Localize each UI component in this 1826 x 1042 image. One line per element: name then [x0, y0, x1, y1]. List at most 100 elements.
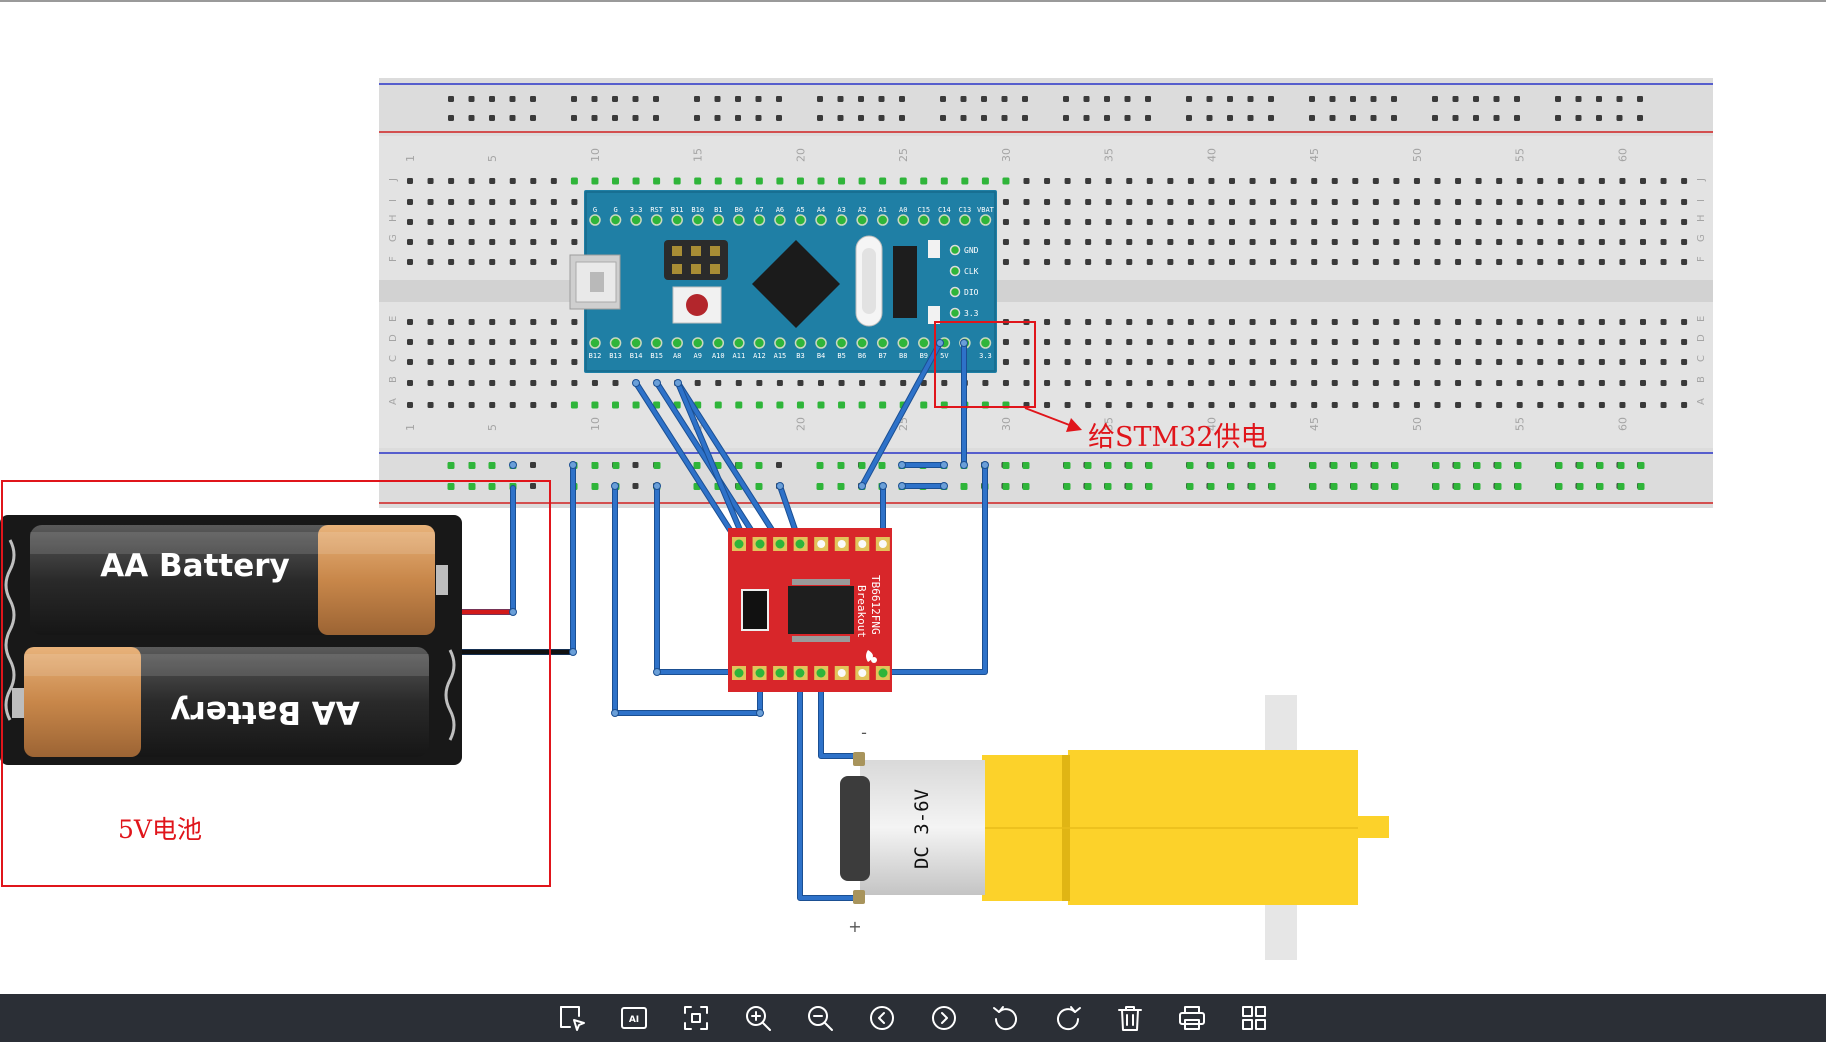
zoom-out-button[interactable] [789, 994, 851, 1042]
fit-screen-button[interactable] [665, 994, 727, 1042]
battery-top-label: AA Battery [100, 548, 289, 584]
svg-text:G: G [593, 206, 597, 214]
svg-text:C13: C13 [959, 206, 972, 214]
svg-text:B5: B5 [837, 352, 845, 360]
svg-text:5V: 5V [940, 352, 949, 360]
print-icon [1179, 1006, 1205, 1030]
row-label: F [388, 256, 399, 262]
row-label: E [388, 316, 399, 322]
battery-pack[interactable]: AA Battery AA Battery [0, 515, 462, 765]
rotate-left-button[interactable] [975, 994, 1037, 1042]
row-label: A [388, 398, 399, 405]
column-label: 35 [1103, 148, 1116, 162]
row-label: I [1696, 199, 1707, 202]
motor-plus-label: + [848, 917, 861, 936]
next-button[interactable] [913, 994, 975, 1042]
svg-text:B3: B3 [796, 352, 804, 360]
svg-text:B14: B14 [630, 352, 643, 360]
delete-button[interactable] [1099, 994, 1161, 1042]
zoom-out-icon [808, 1006, 833, 1031]
svg-text:3.3: 3.3 [630, 206, 643, 214]
column-label: 55 [1514, 417, 1527, 431]
row-label: E [1696, 316, 1707, 322]
row-label: H [1696, 214, 1707, 222]
grid-view-icon [1242, 1006, 1266, 1030]
svg-text:A12: A12 [753, 352, 766, 360]
svg-text:B7: B7 [878, 352, 886, 360]
column-label: 15 [692, 148, 705, 162]
svg-text:A15: A15 [774, 352, 787, 360]
grid-view-button[interactable] [1223, 994, 1285, 1042]
svg-text:A6: A6 [776, 206, 784, 214]
annotation-arrow-icon [1024, 407, 1073, 427]
delete-icon [1118, 1006, 1142, 1031]
svg-text:A9: A9 [694, 352, 702, 360]
rotate-right-icon [1057, 1006, 1081, 1031]
row-label: D [1696, 334, 1707, 342]
column-label: 1 [404, 155, 417, 162]
svg-text:A3: A3 [837, 206, 845, 214]
svg-text:B11: B11 [671, 206, 684, 214]
column-label: 45 [1308, 417, 1321, 431]
battery-annotation: 5V电池 [118, 815, 202, 844]
column-label: 50 [1411, 417, 1424, 431]
column-label: 30 [1000, 417, 1013, 431]
column-label: 40 [1205, 148, 1218, 162]
row-label: F [1696, 256, 1707, 262]
select-region-button[interactable] [541, 994, 603, 1042]
column-label: 20 [794, 148, 807, 162]
svg-text:B10: B10 [691, 206, 704, 214]
svg-text:A2: A2 [858, 206, 866, 214]
viewer-toolbar: AI [0, 994, 1826, 1042]
motor-minus-label: - [861, 723, 867, 742]
driver-subtitle: Breakout [855, 585, 868, 638]
row-label: G [388, 234, 399, 242]
row-label: H [388, 214, 399, 222]
svg-text:B15: B15 [650, 352, 663, 360]
ai-button[interactable]: AI [603, 994, 665, 1042]
svg-text:B8: B8 [899, 352, 907, 360]
print-button[interactable] [1161, 994, 1223, 1042]
zoom-in-button[interactable] [727, 994, 789, 1042]
previous-button[interactable] [851, 994, 913, 1042]
zoom-in-icon [746, 1006, 771, 1031]
svg-text:A7: A7 [755, 206, 763, 214]
column-label: 45 [1308, 148, 1321, 162]
svg-text:A0: A0 [899, 206, 907, 214]
row-label: J [388, 178, 399, 182]
row-label: B [1696, 376, 1707, 383]
column-label: 25 [897, 148, 910, 162]
driver-pins [732, 537, 890, 680]
svg-text:B6: B6 [858, 352, 866, 360]
svg-text:A11: A11 [733, 352, 746, 360]
row-label: C [388, 355, 399, 362]
motor-driver-board[interactable]: TB6612FNG Breakout [728, 528, 892, 692]
row-label: C [1696, 355, 1707, 362]
svg-text:B1: B1 [714, 206, 722, 214]
breadboard-connected-holes [447, 177, 1645, 490]
row-label: B [388, 376, 399, 383]
rotate-right-button[interactable] [1037, 994, 1099, 1042]
previous-icon [870, 1006, 894, 1030]
dc-gear-motor[interactable]: DC 3-6V [840, 695, 1389, 960]
stm32-power-annotation: 给STM32供电 [1088, 422, 1268, 453]
column-label: 30 [1000, 148, 1013, 162]
svg-text:B12: B12 [589, 352, 602, 360]
fit-screen-icon [684, 1006, 708, 1030]
ai-icon: AI [621, 1007, 647, 1029]
stm32-side-pin-label: GND [964, 246, 979, 255]
svg-text:B0: B0 [735, 206, 743, 214]
row-label: D [388, 334, 399, 342]
svg-text:A8: A8 [673, 352, 681, 360]
annotation-layer: 给STM32供电 5V电池 [1, 321, 1268, 887]
column-label: 10 [589, 148, 602, 162]
column-label: 5 [486, 424, 499, 431]
row-label: A [1696, 398, 1707, 405]
column-label: 50 [1411, 148, 1424, 162]
column-label: 60 [1616, 417, 1629, 431]
